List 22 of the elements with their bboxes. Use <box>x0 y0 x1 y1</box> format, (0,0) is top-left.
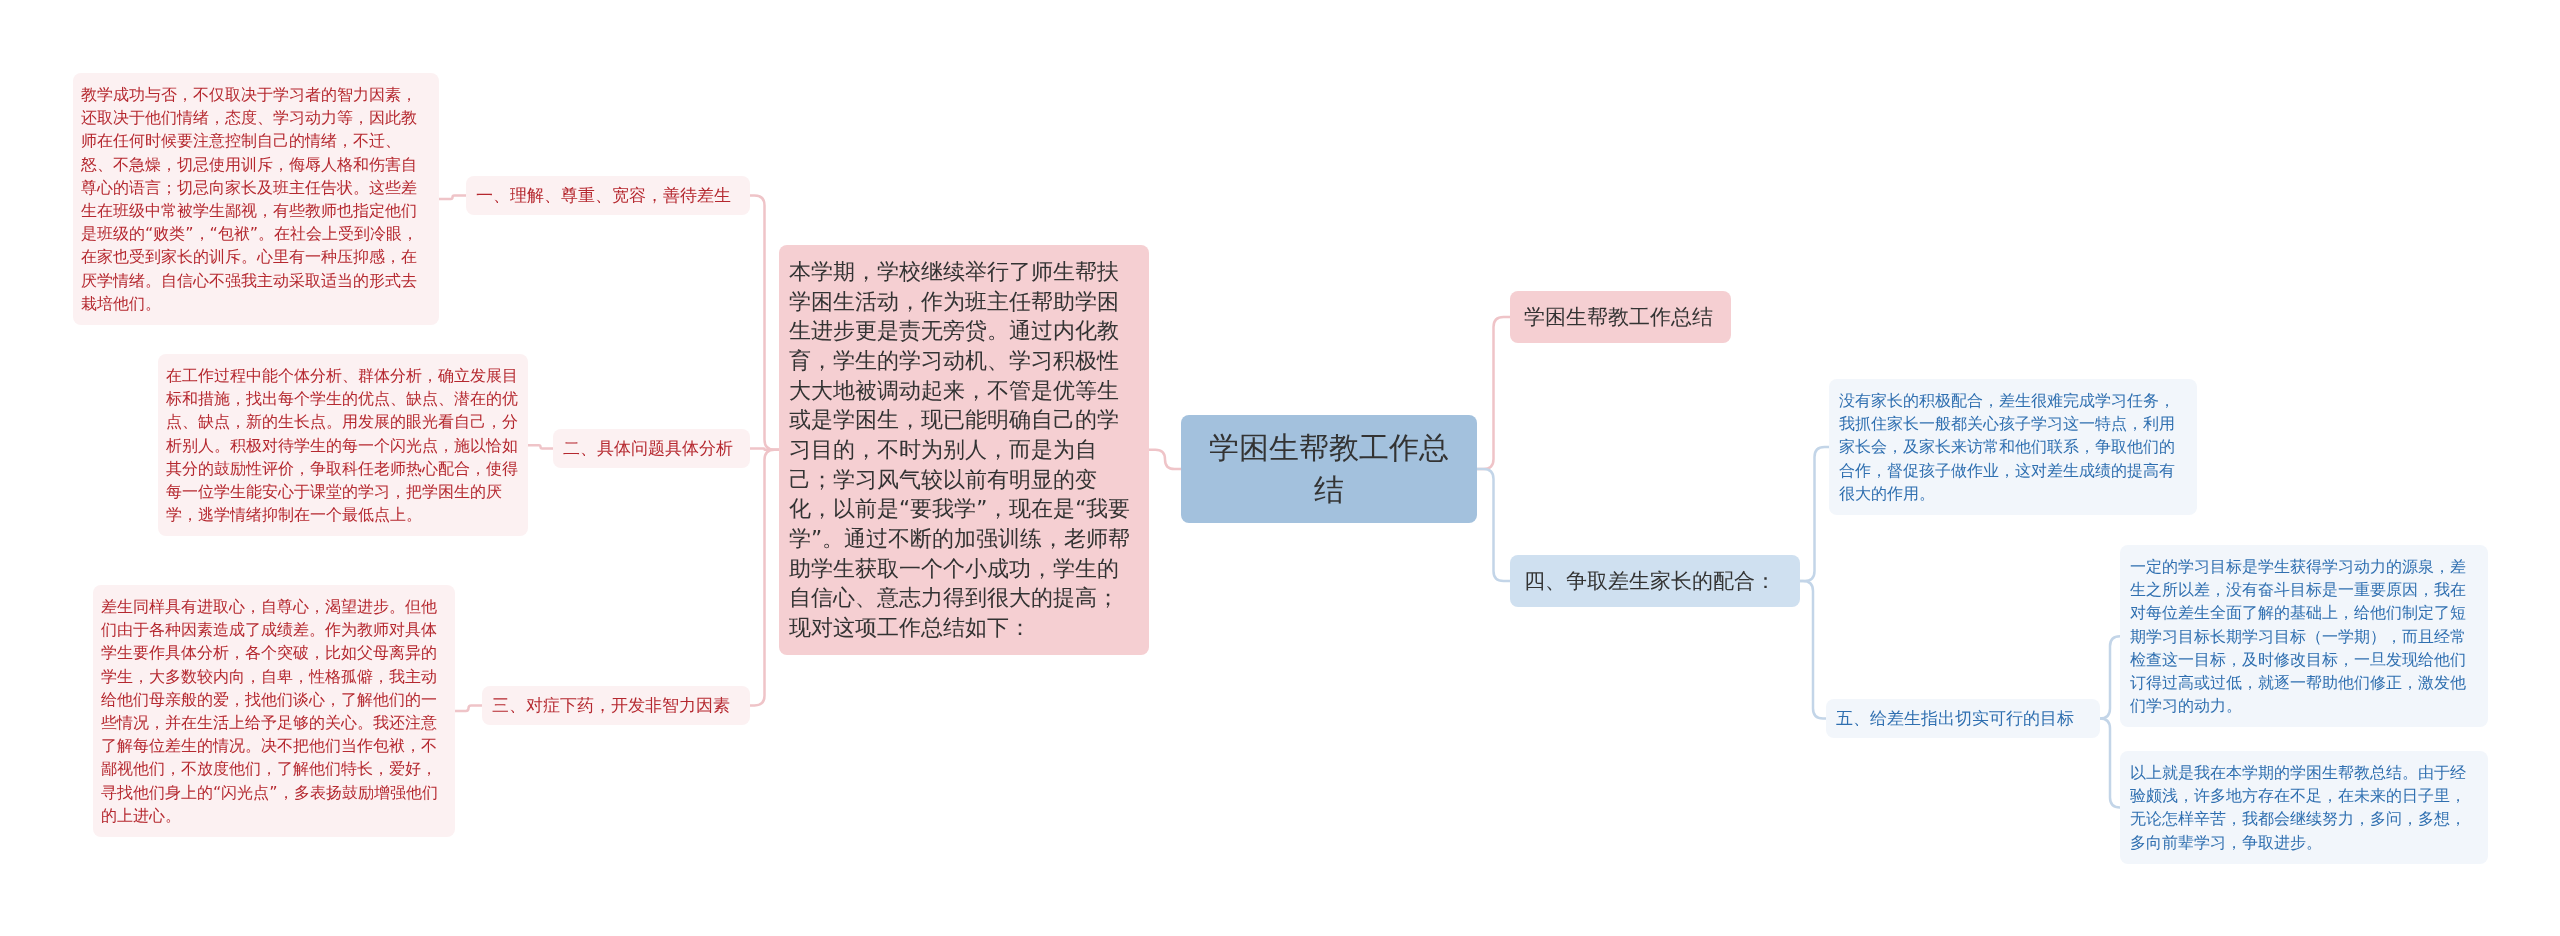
connector-line <box>455 704 482 713</box>
connector-line <box>750 448 779 707</box>
branch-topic: 一、理解、尊重、宽容，善待差生 <box>466 176 750 215</box>
branch-topic: 三、对症下药，开发非智力因素 <box>482 686 750 725</box>
connector-line <box>528 443 553 450</box>
main-topic: 四、争取差生家长的配合： <box>1510 555 1800 607</box>
detail-box: 差生同样具有进取心，自尊心，渴望进步。但他们由于各种因素造成了成绩差。作为教师对具体学生要作具体分析，各个突破，比如父母离异的学生，大多数较内向，自卑，性格孤僻，我主动给他们母亲般的爱，找他们谈心，了解他们的一些情况，并在生活上给予足够的关心。我还注意了解每位差生的情况。决不把他们当作包袱，不鄙视他们，不放度他们，了解他们特长，爱好，寻找他们身上的“闪光点”，多表扬鼓励增强他们的上进心。 <box>93 585 455 837</box>
branch-topic: 五、给差生指出切实可行的目标 <box>1826 699 2100 738</box>
detail-box: 在工作过程中能个体分析、群体分析，确立发展目标和措施，找出每个学生的优点、缺点、潜在的优点、缺点，新的生长点。用发展的眼光看自己，分析别人。积极对待学生的每一个闪光点，施以恰如其分的鼓励性评价，争取科任老师热心配合，使得每一位学生能安心于课堂的学习，把学困生的厌学，逃学情绪抑制在一个最低点上。 <box>158 354 528 537</box>
connector-line <box>1800 579 1826 720</box>
branch-topic: 二、具体问题具体分析 <box>553 429 750 468</box>
detail-box: 教学成功与否，不仅取决于学习者的智力因素，还取决于他们情绪，态度、学习动力等，因此教师在任何时候要注意控制自己的情绪，不迁、怒、不急燥，切忌使用训斥，侮辱人格和伤害自尊心的语言；切忌向家长及班主任告状。这些差生在班级中常被学生鄙视，有些教师也指定他们是班级的“败类”，“包袱”。在社会上受到冷眼，在家也受到家长的训斥。心里有一种压抑感，在厌学情绪。自信心不强我主动采取适当的形式去栽培他们。 <box>73 73 439 325</box>
detail-box: 没有家长的积极配合，差生很难完成学习任务，我抓住家长一般都关心孩子学习这一特点，利用家长会，及家长来访常和他们联系，争取他们的合作，督促孩子做作业，这对差生成绩的提高有很大的作用。 <box>1829 379 2197 515</box>
intro-box: 本学期，学校继续举行了师生帮扶学困生活动，作为班主任帮助学困生进步更是责无旁贷。通过内化教育，学生的学习动机、学习积极性大大地被调动起来，不管是优等生或是学困生，现已能明确自己的学习目的，不时为别人，而是为自己；学习风气较以前有明显的变化，以前是“要我学”，现在是“我要学”。通过不断的加强训练，老师帮助学生获取一个个小成功，学生的自信心、意志力得到很大的提高；现对这项工作总结如下： <box>779 245 1149 655</box>
connector-line <box>1149 448 1181 471</box>
connector-line <box>1477 467 1510 583</box>
detail-box: 以上就是我在本学期的学困生帮教总结。由于经验颇浅，许多地方存在不足，在未来的日子里，无论怎样辛苦，我都会继续努力，多问，多想，多向前辈学习，争取进步。 <box>2120 751 2488 864</box>
detail-box: 一定的学习目标是学生获得学习动力的源泉，差生之所以差，没有奋斗目标是一重要原因，我在对每位差生全面了解的基础上，给他们制定了短期学习目标长期学习目标（一学期），而且经常检查这一目标，及时修改目标，一旦发现给他们订得过高或过低，就逐一帮助他们修正，激发他们学习的动力。 <box>2120 545 2488 728</box>
root-node: 学困生帮教工作总结 <box>1181 415 1477 523</box>
connector-line <box>2098 717 2122 809</box>
main-topic: 学困生帮教工作总结 <box>1510 291 1731 343</box>
connector-line <box>439 194 466 201</box>
